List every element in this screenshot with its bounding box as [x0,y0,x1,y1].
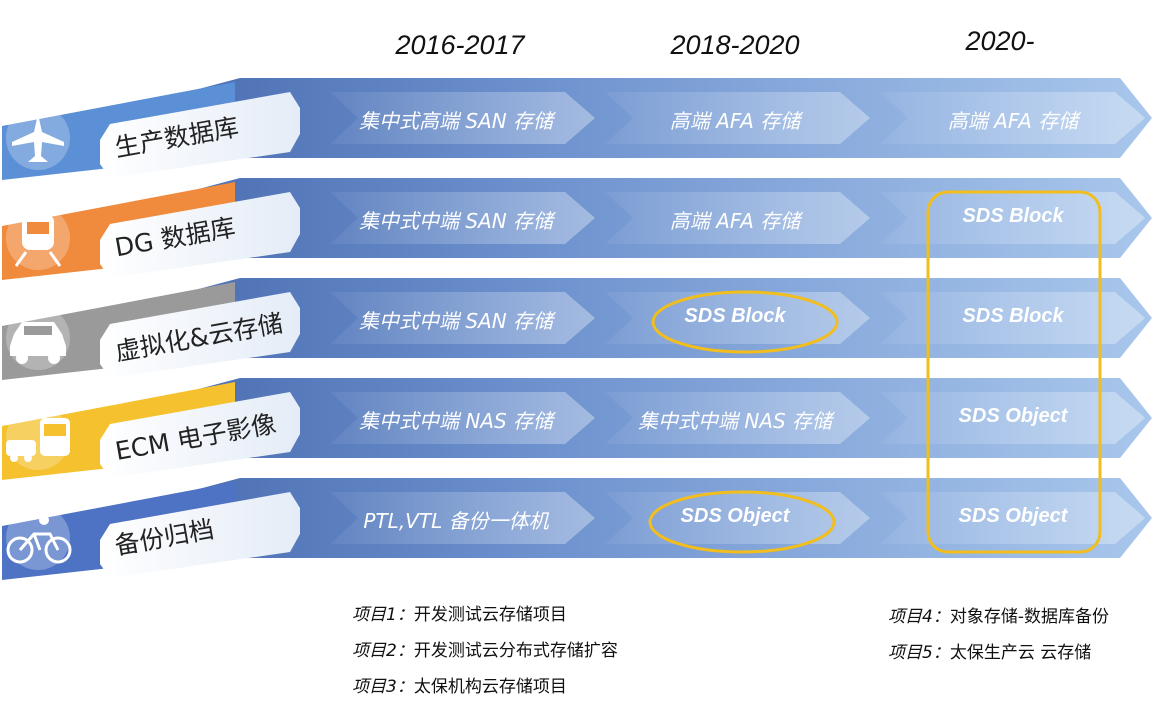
project-note-text: 太保机构云存储项目 [413,677,567,697]
row-label-pill [100,292,300,378]
phase-chevron [880,292,1145,344]
phase-header: 2016-2017 [395,30,525,60]
roadmap-cell: 高端 AFA 存储 [669,209,801,233]
phase-header: 2020- [965,26,1035,56]
roadmap-cell: 集中式中端 SAN 存储 [358,209,554,233]
roadmap-cell: 高端 AFA 存储 [669,109,801,133]
project-note-key: 项目4： [888,607,950,627]
roadmap-cell: SDS Object [680,505,790,527]
phase-chevron [330,92,595,144]
project-note-text: 开发测试云分布式存储扩容 [413,641,618,661]
phase-chevron [605,492,870,544]
project-note: 项目4：对象存储-数据库备份 [888,602,1109,627]
roadmap-cell: 集中式高端 SAN 存储 [358,109,554,133]
roadmap-cell: 集中式中端 NAS 存储 [358,409,554,433]
taxi-bus-icon [6,418,70,462]
project-note: 项目1：开发测试云存储项目 [352,600,567,625]
project-note-text: 对象存储-数据库备份 [949,607,1109,627]
roadmap-cell: SDS Object [958,405,1068,427]
row-band [60,478,1152,558]
phase-chevron [880,192,1145,244]
row-band [60,78,1152,158]
project-note: 项目2：开发测试云分布式存储扩容 [352,636,618,661]
project-note-key: 项目3： [352,677,414,697]
roadmap-cell: SDS Block [962,305,1064,327]
phase-chevron [605,92,870,144]
phase-chevron [605,192,870,244]
row-label-pill [100,392,300,478]
project-note-key: 项目2： [352,641,414,661]
highlight-ellipse-sds-object [648,490,836,554]
train-icon [14,214,62,267]
project-note-key: 项目5： [888,643,950,663]
row-label-pill [100,92,300,178]
roadmap-cell: SDS Block [684,305,786,327]
roadmap-cell: PTL,VTL 备份一体机 [363,509,549,533]
row-band [60,178,1152,258]
phase-chevron [880,392,1145,444]
row-band [60,378,1152,458]
project-note: 项目3：太保机构云存储项目 [352,672,567,697]
project-note-text: 太保生产云 云存储 [949,643,1092,663]
car-icon [10,322,66,364]
bicycle-icon [6,515,72,564]
phase-chevron [330,492,595,544]
phase-chevron [330,392,595,444]
phase-chevron [605,392,870,444]
row-label-pill [100,492,300,578]
phase-chevron [880,492,1145,544]
project-note: 项目5：太保生产云 云存储 [888,638,1091,663]
row-band [60,278,1152,358]
roadmap-cell: 集中式中端 NAS 存储 [637,409,833,433]
roadmap-cell: SDS Object [958,505,1068,527]
roadmap-cell: SDS Block [962,205,1064,227]
highlight-box-2020 [926,190,1102,554]
roadmap-cell: 高端 AFA 存储 [947,109,1079,133]
row-label-pill [100,192,300,278]
project-note-text: 开发测试云存储项目 [413,605,567,625]
phase-header: 2018-2020 [670,30,800,60]
phase-chevron [330,192,595,244]
airplane-icon [12,114,64,162]
roadmap-cell: 集中式中端 SAN 存储 [358,309,554,333]
phase-chevron [880,92,1145,144]
highlight-ellipse-sds-block [651,290,839,354]
phase-chevron [330,292,595,344]
project-note-key: 项目1： [352,605,414,625]
